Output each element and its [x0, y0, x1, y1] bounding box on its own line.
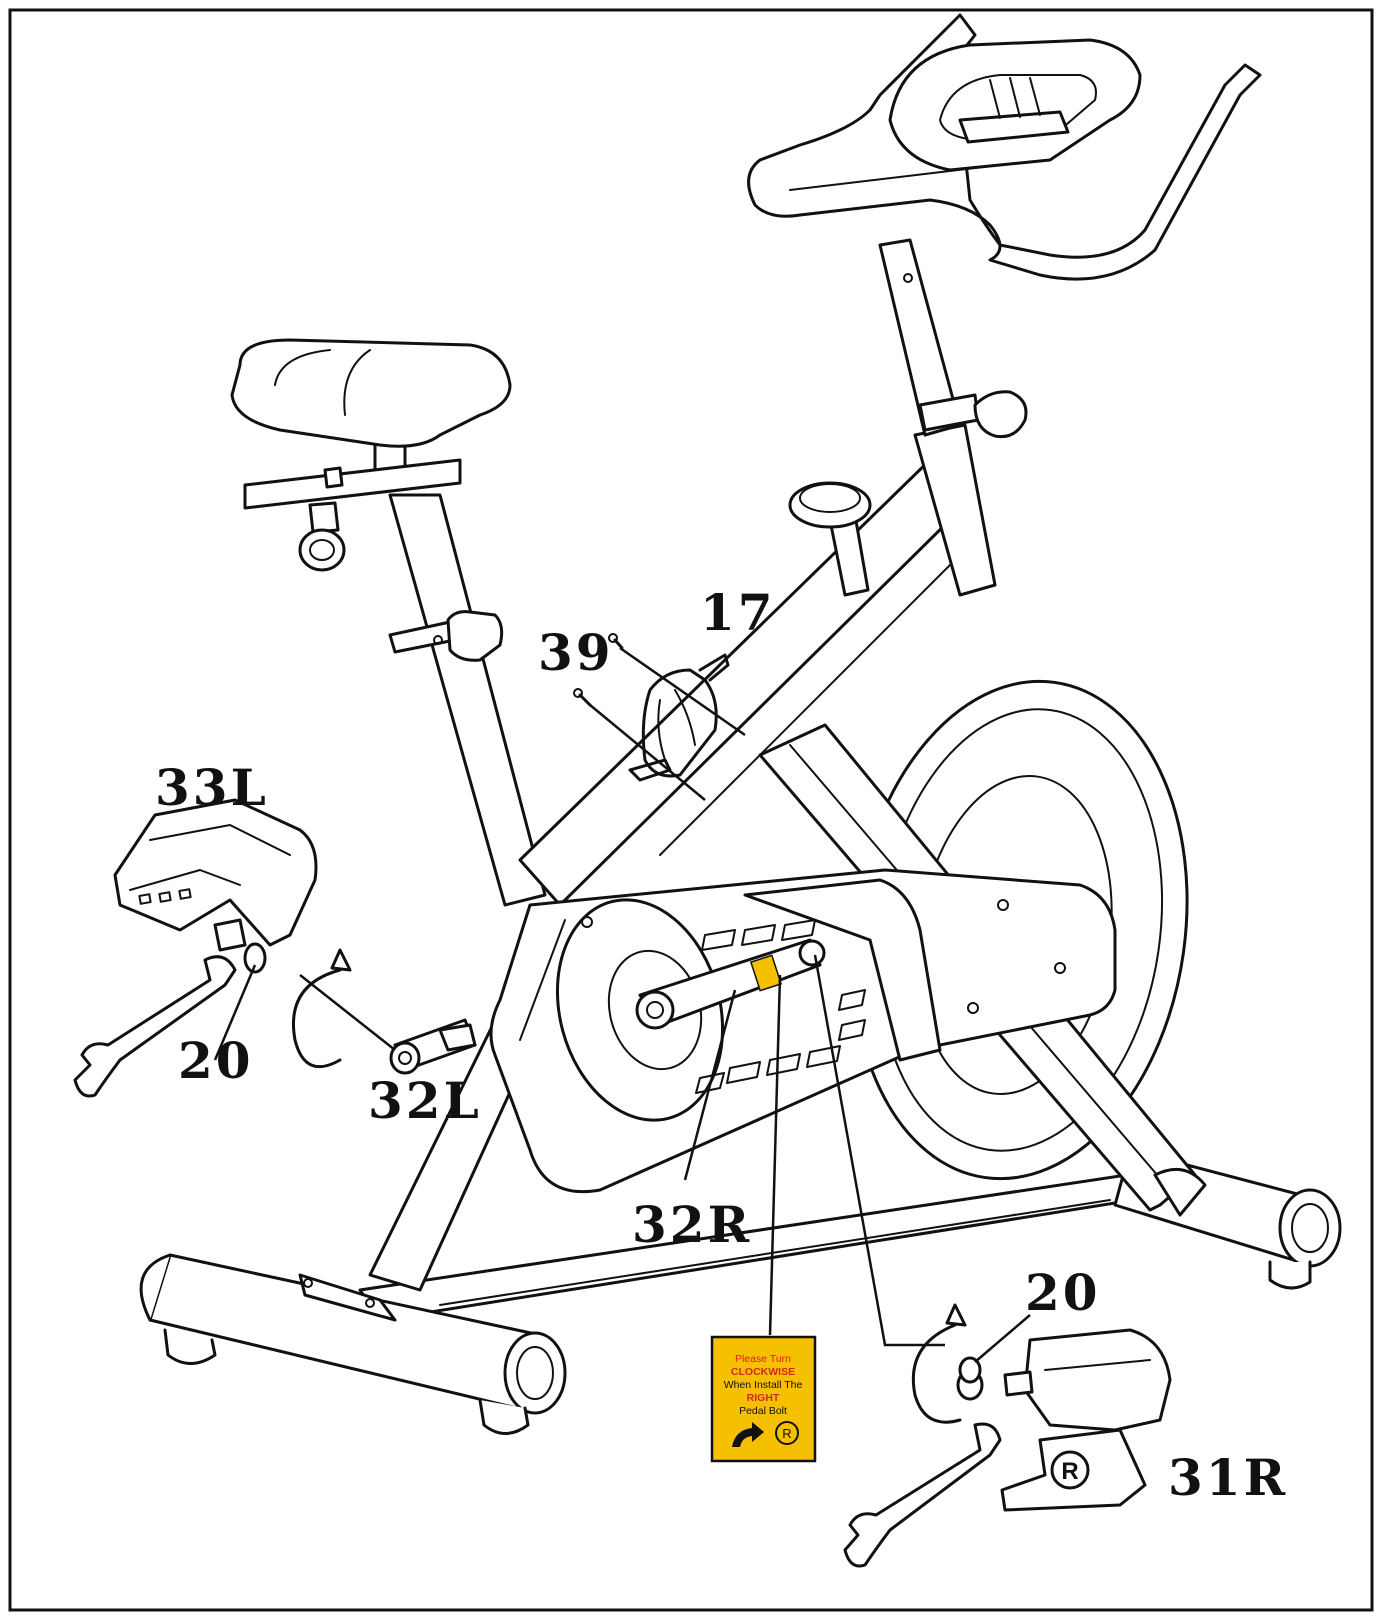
left-rotation-arrow	[292, 948, 352, 1069]
sticker-line-4: RIGHT	[747, 1392, 780, 1404]
left-pedal	[73, 798, 318, 1098]
sticker-line-3: When Install The	[724, 1379, 803, 1391]
sticker-arrow-icon	[732, 1422, 764, 1447]
right-pedal-r-mark-circle	[1050, 1450, 1090, 1490]
bottle-cage	[628, 653, 730, 782]
label-31R: 31R	[1168, 1448, 1288, 1507]
resistance-knob	[788, 481, 872, 597]
leader-31R-pedal	[813, 954, 945, 1347]
label-33L: 33L	[155, 758, 269, 817]
right-washer	[958, 1356, 982, 1384]
label-32L: 32L	[368, 1071, 482, 1130]
crank-sticker-mini	[749, 954, 783, 992]
base-frame	[139, 1147, 1342, 1435]
leader-20-left	[213, 964, 257, 1061]
diagram-border	[8, 8, 1374, 1612]
left-crank-arm	[389, 1018, 477, 1075]
right-pedal: R	[843, 1328, 1172, 1568]
sticker-line-2: CLOCKWISE	[731, 1366, 795, 1378]
seat-assembly	[230, 338, 512, 662]
leader-32R	[683, 989, 737, 1181]
chain-guard	[489, 868, 1117, 1194]
cage-screws	[573, 633, 746, 801]
sticker-background	[710, 1335, 817, 1463]
pedal-warning-sticker: Please Turn CLOCKWISE When Install The R…	[710, 1335, 817, 1463]
sticker-r-mark: R	[782, 1426, 791, 1441]
label-39: 39	[538, 623, 614, 682]
handlebar-knob	[973, 390, 1028, 439]
label-17: 17	[700, 583, 776, 642]
leader-32L	[299, 974, 396, 1051]
right-rotation-arrow	[911, 1303, 967, 1424]
leader-sticker	[768, 974, 782, 1336]
label-20-left: 20	[178, 1031, 254, 1090]
handlebar	[747, 13, 1262, 281]
label-32R: 32R	[632, 1195, 752, 1254]
sticker-line-5: Pedal Bolt	[739, 1405, 787, 1417]
leader-20-right	[974, 1314, 1031, 1363]
label-20-right: 20	[1025, 1263, 1101, 1322]
right-crank-arm	[635, 938, 826, 1030]
sticker-r-circle	[775, 1421, 799, 1445]
right-pedal-r-mark: R	[1061, 1458, 1078, 1485]
sticker-line-1: Please Turn	[735, 1353, 791, 1365]
